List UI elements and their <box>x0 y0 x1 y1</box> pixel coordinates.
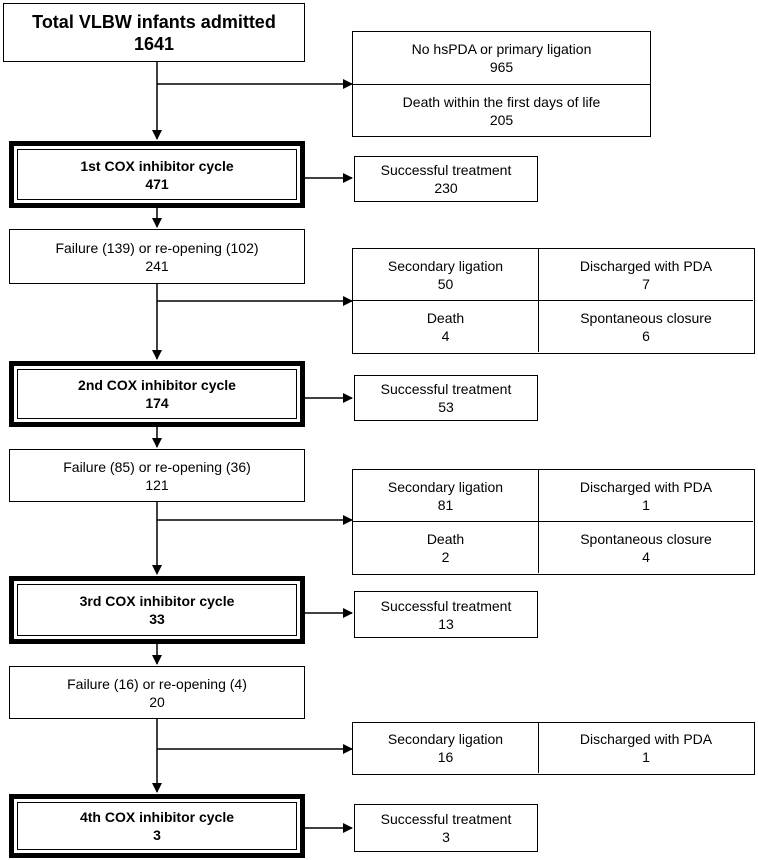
cycle2-label: 2nd COX inhibitor cycle <box>78 377 236 393</box>
outcomes1-secondary-ligation-count: 50 <box>437 275 454 292</box>
outcomes1-death-count: 4 <box>441 327 450 344</box>
success4-count: 3 <box>442 829 450 845</box>
outcomes2-death-label: Death <box>426 530 465 547</box>
success3-label: Successful treatment <box>380 597 512 614</box>
outcomes2-death: Death 2 <box>353 522 539 573</box>
outcomes2-death-count: 2 <box>441 548 450 565</box>
excluded-death-early: Death within the first days of life 205 <box>353 85 650 136</box>
success1-box: Successful treatment 230 <box>354 156 538 202</box>
outcomes1-secondary-ligation-label: Secondary ligation <box>387 257 504 274</box>
total-count: 1641 <box>133 33 175 54</box>
failure3-count: 20 <box>149 693 165 710</box>
excluded-box: No hsPDA or primary ligation 965 Death w… <box>352 31 651 137</box>
outcomes1-discharged-pda-label: Discharged with PDA <box>579 257 713 274</box>
outcomes1-discharged-pda-count: 7 <box>642 275 650 292</box>
success2-count: 53 <box>438 399 454 415</box>
death-early-label: Death within the first days of life <box>402 93 601 110</box>
outcomes1-spontaneous-closure-count: 6 <box>642 327 650 344</box>
total-label: Total VLBW infants admitted <box>32 11 276 32</box>
success4-label: Successful treatment <box>380 811 512 827</box>
success2-label: Successful treatment <box>380 381 512 397</box>
outcomes3-discharged-pda-label: Discharged with PDA <box>579 731 713 747</box>
outcomes2-spontaneous-closure-count: 4 <box>642 548 650 565</box>
cycle4-count: 3 <box>153 827 161 843</box>
outcomes1-grid: Secondary ligation 50 Discharged with PD… <box>352 248 755 354</box>
cycle4-label: 4th COX inhibitor cycle <box>79 809 235 825</box>
outcomes1-secondary-ligation: Secondary ligation 50 <box>353 249 539 301</box>
failure1-count: 241 <box>145 257 169 274</box>
outcomes1-spontaneous-closure-label: Spontaneous closure <box>580 309 712 326</box>
cycle2-box: 2nd COX inhibitor cycle 174 <box>9 361 305 427</box>
outcomes3-discharged-pda: Discharged with PDA 1 <box>539 723 753 773</box>
failure1-label: Failure (139) or re-opening (102) <box>55 239 259 256</box>
outcomes3-secondary-ligation-label: Secondary ligation <box>387 731 504 747</box>
cycle1-box: 1st COX inhibitor cycle 471 <box>9 141 305 208</box>
failure3-box: Failure (16) or re-opening (4) 20 <box>9 666 305 719</box>
cycle3-box: 3rd COX inhibitor cycle 33 <box>9 576 305 644</box>
cycle3-count: 33 <box>149 611 165 627</box>
outcomes1-death: Death 4 <box>353 301 539 352</box>
failure2-box: Failure (85) or re-opening (36) 121 <box>9 449 305 502</box>
no-hspda-label: No hsPDA or primary ligation <box>411 41 592 57</box>
outcomes2-discharged-pda-count: 1 <box>642 496 650 513</box>
failure3-label: Failure (16) or re-opening (4) <box>67 675 247 692</box>
failure2-label: Failure (85) or re-opening (36) <box>63 458 251 475</box>
outcomes1-spontaneous-closure: Spontaneous closure 6 <box>539 301 753 352</box>
outcomes2-secondary-ligation: Secondary ligation 81 <box>353 470 539 522</box>
cycle1-count: 471 <box>145 175 169 192</box>
cycle2-count: 174 <box>145 395 169 411</box>
total-admitted-box: Total VLBW infants admitted 1641 <box>3 3 305 62</box>
outcomes2-secondary-ligation-count: 81 <box>437 496 454 513</box>
outcomes3-secondary-ligation-count: 16 <box>437 749 454 765</box>
outcomes1-discharged-pda: Discharged with PDA 7 <box>539 249 753 301</box>
success1-label: Successful treatment <box>380 162 512 178</box>
outcomes3-grid: Secondary ligation 16 Discharged with PD… <box>352 722 755 775</box>
death-early-count: 205 <box>489 111 514 128</box>
outcomes1-death-label: Death <box>426 309 465 326</box>
outcomes2-discharged-pda: Discharged with PDA 1 <box>539 470 753 522</box>
outcomes2-grid: Secondary ligation 81 Discharged with PD… <box>352 469 755 575</box>
outcomes2-secondary-ligation-label: Secondary ligation <box>387 478 504 495</box>
success4-box: Successful treatment 3 <box>354 804 538 852</box>
cycle4-box: 4th COX inhibitor cycle 3 <box>9 794 305 858</box>
no-hspda-count: 965 <box>489 59 514 75</box>
success1-count: 230 <box>434 180 458 196</box>
cycle1-label: 1st COX inhibitor cycle <box>80 157 234 174</box>
failure1-box: Failure (139) or re-opening (102) 241 <box>9 229 305 284</box>
success3-count: 13 <box>438 615 454 632</box>
excluded-no-hspda: No hsPDA or primary ligation 965 <box>353 32 650 85</box>
success2-box: Successful treatment 53 <box>354 375 538 421</box>
outcomes3-discharged-pda-count: 1 <box>642 749 650 765</box>
outcomes3-secondary-ligation: Secondary ligation 16 <box>353 723 539 773</box>
outcomes2-spontaneous-closure: Spontaneous closure 4 <box>539 522 753 573</box>
cycle3-label: 3rd COX inhibitor cycle <box>79 593 235 609</box>
failure2-count: 121 <box>145 476 169 493</box>
success3-box: Successful treatment 13 <box>354 591 538 638</box>
outcomes2-discharged-pda-label: Discharged with PDA <box>579 478 713 495</box>
outcomes2-spontaneous-closure-label: Spontaneous closure <box>580 530 712 547</box>
